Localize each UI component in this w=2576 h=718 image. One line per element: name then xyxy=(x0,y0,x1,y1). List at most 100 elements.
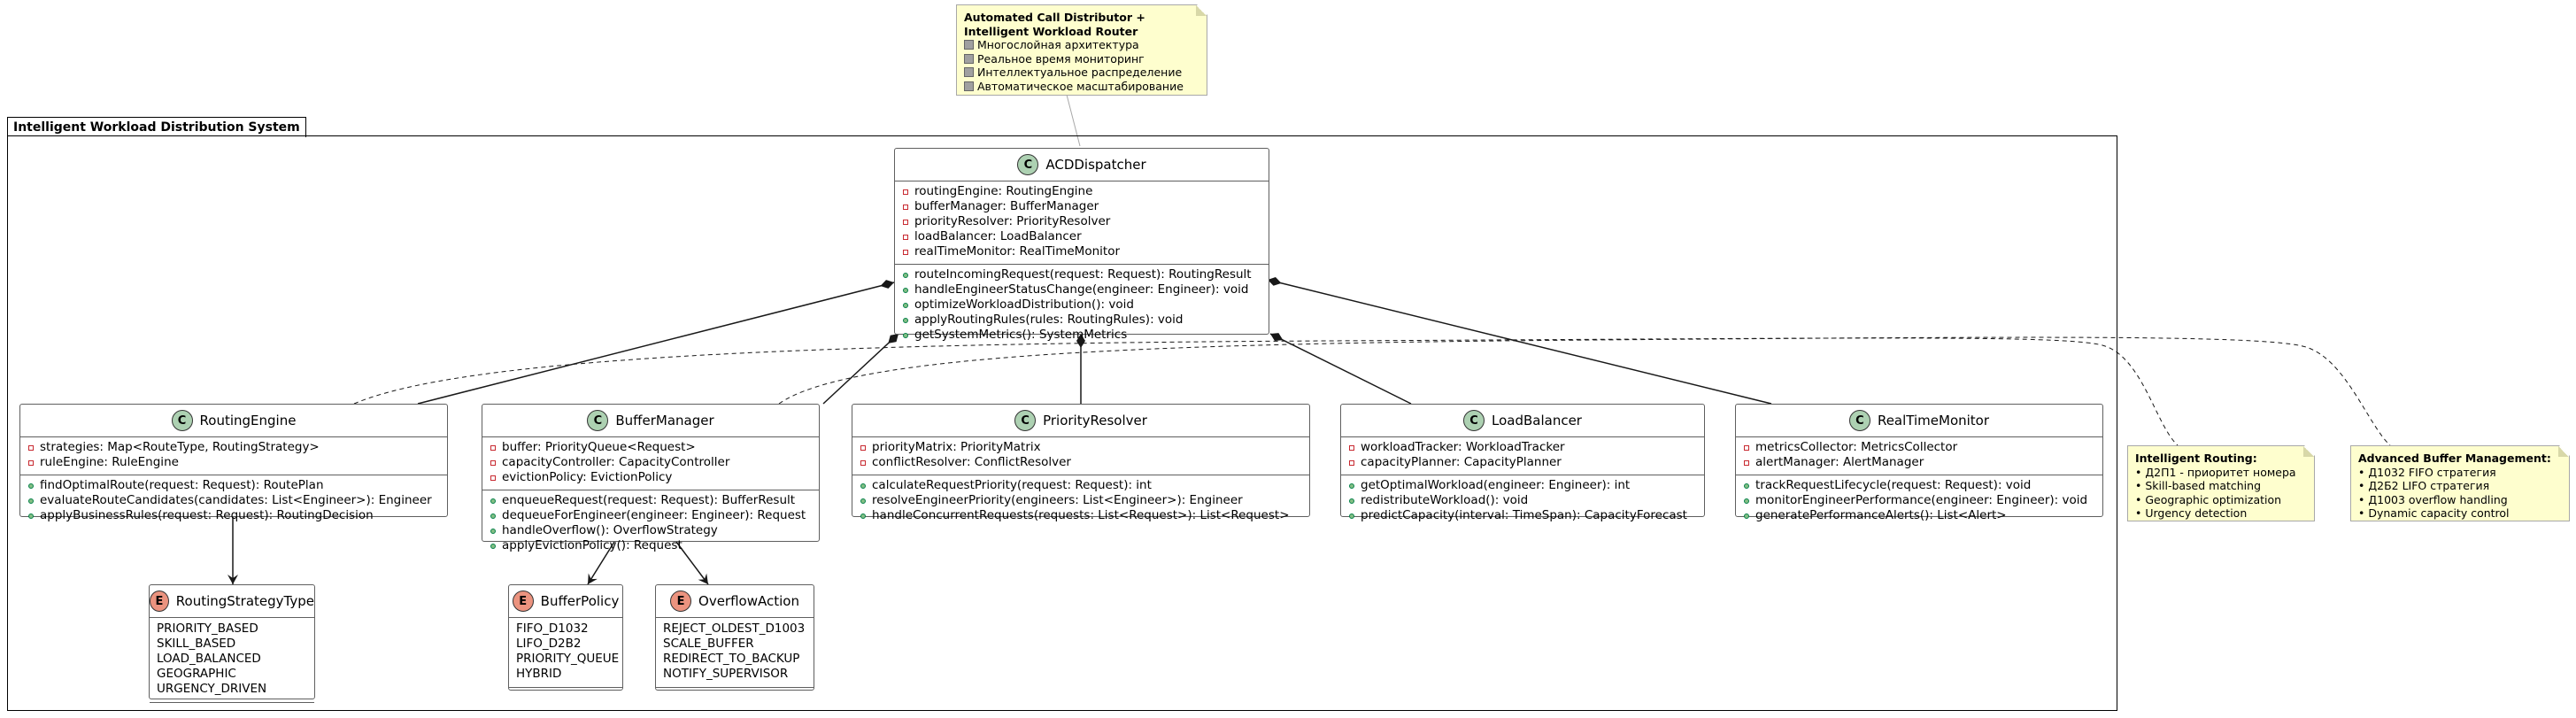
note-intelligent-routing: Intelligent Routing: • Д2П1 - приоритет … xyxy=(2127,445,2315,521)
private-icon xyxy=(1743,455,1750,470)
private-icon xyxy=(1348,455,1355,470)
class-methods: calculateRequestPriority(request: Reques… xyxy=(852,475,1309,528)
private-icon xyxy=(902,184,909,199)
enum-overflow-action[interactable]: E OverflowAction REJECT_OLDEST_D1003 SCA… xyxy=(655,584,814,691)
top-note-title-1: Automated Call Distributor + xyxy=(964,11,1145,24)
private-icon xyxy=(27,440,35,455)
public-icon xyxy=(27,508,35,523)
private-icon xyxy=(490,455,497,470)
class-methods: enqueueRequest(request: Request): Buffer… xyxy=(482,490,819,558)
enum-empty-section xyxy=(509,688,622,695)
composition-routing-engine xyxy=(417,280,895,405)
top-note-item: Автоматическое масштабирование xyxy=(964,80,1199,94)
enum-values: PRIORITY_BASED SKILL_BASED LOAD_BALANCED… xyxy=(150,618,314,703)
composition-realtime-monitor xyxy=(1267,277,1772,405)
association-overflow-action xyxy=(675,541,709,585)
enum-value: SKILL_BASED xyxy=(157,637,236,651)
enum-value: LIFO_D2B2 xyxy=(516,637,582,651)
class-methods: getOptimalWorkload(engineer: Engineer): … xyxy=(1341,475,1704,528)
class-header: C PriorityResolver xyxy=(852,405,1309,437)
class-name: ACDDispatcher xyxy=(1045,156,1146,173)
enum-routing-strategy-type[interactable]: E RoutingStrategyType PRIORITY_BASED SKI… xyxy=(149,584,315,703)
public-icon xyxy=(27,478,35,493)
public-icon xyxy=(860,508,867,523)
private-icon xyxy=(860,455,867,470)
class-header: C ACDDispatcher xyxy=(895,149,1269,181)
public-icon xyxy=(902,328,909,343)
class-buffer-manager[interactable]: C BufferManager buffer: PriorityQueue<Re… xyxy=(482,404,820,552)
class-methods: routeIncomingRequest(request: Request): … xyxy=(895,265,1269,347)
enum-buffer-policy[interactable]: E BufferPolicy FIFO_D1032 LIFO_D2B2 PRIO… xyxy=(508,584,623,691)
enum-header: E OverflowAction xyxy=(656,585,814,618)
enum-value: PRIORITY_QUEUE xyxy=(516,652,620,666)
private-icon xyxy=(27,455,35,470)
class-header: C LoadBalancer xyxy=(1341,405,1704,437)
class-fields: priorityMatrix: PriorityMatrix conflictR… xyxy=(852,437,1309,475)
top-note-item: Реальное время мониторинг xyxy=(964,52,1199,66)
enum-values: FIFO_D1032 LIFO_D2B2 PRIORITY_QUEUE HYBR… xyxy=(509,618,622,688)
note-item: • Д1003 overflow handling xyxy=(2358,492,2508,506)
class-fields: metricsCollector: MetricsCollector alert… xyxy=(1736,437,2102,475)
class-routing-engine[interactable]: C RoutingEngine strategies: Map<RouteTyp… xyxy=(19,404,448,522)
private-icon xyxy=(490,470,497,485)
enum-empty-section xyxy=(656,688,814,695)
public-icon xyxy=(490,493,497,508)
public-icon xyxy=(902,282,909,297)
enum-name: RoutingStrategyType xyxy=(175,592,314,609)
class-realtime-monitor[interactable]: C RealTimeMonitor metricsCollector: Metr… xyxy=(1735,404,2103,522)
square-bullet-icon xyxy=(964,54,974,64)
top-note: Automated Call Distributor + Intelligent… xyxy=(956,4,1207,96)
class-stereotype-icon: C xyxy=(1463,410,1485,431)
public-icon xyxy=(1348,478,1355,493)
class-methods: findOptimalRoute(request: Request): Rout… xyxy=(20,475,447,528)
note-title: Advanced Buffer Management: xyxy=(2358,452,2551,465)
public-icon xyxy=(490,538,497,553)
note-item: • Д2П1 - приоритет номера xyxy=(2135,465,2296,479)
class-priority-resolver[interactable]: C PriorityResolver priorityMatrix: Prior… xyxy=(852,404,1310,522)
enum-value: HYBRID xyxy=(516,667,562,681)
class-header: C RoutingEngine xyxy=(20,405,447,437)
class-load-balancer[interactable]: C LoadBalancer workloadTracker: Workload… xyxy=(1340,404,1705,522)
enum-stereotype-icon: E xyxy=(670,591,692,612)
enum-empty-section xyxy=(150,703,314,710)
note-advanced-buffer: Advanced Buffer Management: • Д1032 FIFO… xyxy=(2350,445,2570,521)
public-icon xyxy=(1348,508,1355,523)
class-name: BufferManager xyxy=(615,412,714,428)
public-icon xyxy=(1743,508,1750,523)
public-icon xyxy=(27,493,35,508)
composition-buffer-manager xyxy=(822,333,899,405)
enum-value: SCALE_BUFFER xyxy=(663,637,754,651)
class-methods: trackRequestLifecycle(request: Request):… xyxy=(1736,475,2102,528)
public-icon xyxy=(902,297,909,313)
note-title: Intelligent Routing: xyxy=(2135,452,2257,465)
class-name: RealTimeMonitor xyxy=(1877,412,1990,428)
enum-name: BufferPolicy xyxy=(540,592,620,609)
note-item: • Dynamic capacity control xyxy=(2358,506,2510,520)
class-fields: workloadTracker: WorkloadTracker capacit… xyxy=(1341,437,1704,475)
enum-value: REDIRECT_TO_BACKUP xyxy=(663,652,800,666)
enum-stereotype-icon: E xyxy=(512,591,534,612)
public-icon xyxy=(860,493,867,508)
top-note-title-2: Intelligent Workload Router xyxy=(964,24,1138,38)
square-bullet-icon xyxy=(964,81,974,91)
enum-name: OverflowAction xyxy=(698,592,799,609)
private-icon xyxy=(1348,440,1355,455)
package-frame xyxy=(7,135,2117,711)
enum-value: URGENCY_DRIVEN xyxy=(157,682,267,696)
class-stereotype-icon: C xyxy=(171,410,193,431)
class-stereotype-icon: C xyxy=(1848,410,1870,431)
public-icon xyxy=(1743,478,1750,493)
public-icon xyxy=(1348,493,1355,508)
class-acd-dispatcher[interactable]: C ACDDispatcher routingEngine: RoutingEn… xyxy=(894,148,1269,342)
note-item: • Urgency detection xyxy=(2135,506,2248,520)
private-icon xyxy=(902,244,909,259)
class-stereotype-icon: C xyxy=(1017,154,1039,175)
private-icon xyxy=(1743,440,1750,455)
note-connector-top xyxy=(1066,94,1081,147)
note-item: • Geographic optimization xyxy=(2135,492,2282,506)
class-fields: routingEngine: RoutingEngine bufferManag… xyxy=(895,181,1269,265)
private-icon xyxy=(902,229,909,244)
private-icon xyxy=(902,199,909,214)
composition-load-balancer xyxy=(1269,333,1412,405)
